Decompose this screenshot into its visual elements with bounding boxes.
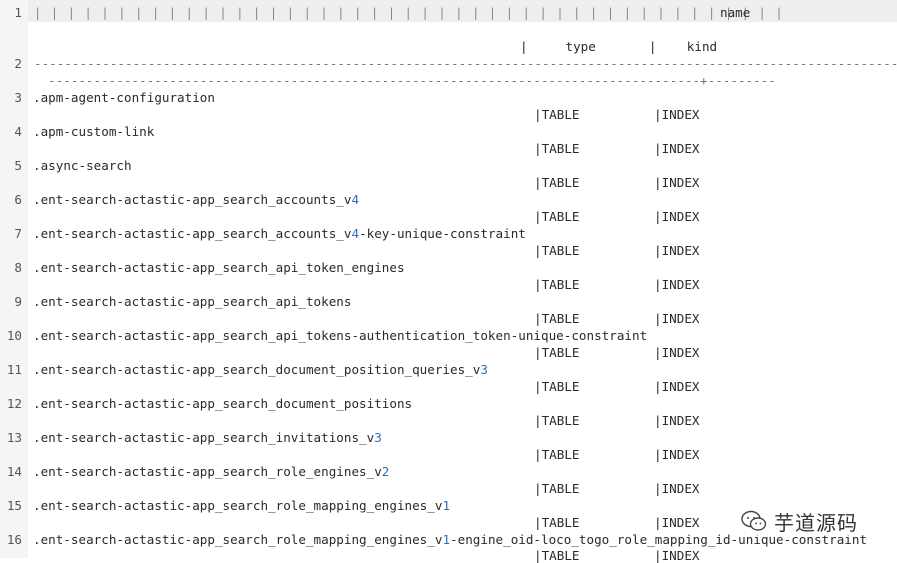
watermark-text: 芋道源码	[774, 510, 858, 535]
index-name-cell: .ent-search-actastic-app_search_role_map…	[33, 499, 450, 513]
type-cell: |TABLE	[534, 277, 580, 292]
index-name-suffix: -engine_oid-loco_togo_role_mapping_id-un…	[450, 532, 868, 547]
index-name-cell: .ent-search-actastic-app_search_api_toke…	[33, 295, 351, 309]
index-name-cell: .ent-search-actastic-app_search_invitati…	[33, 431, 382, 445]
header-pipes: | | | | | | | | | | | | | | | | | | | | …	[34, 6, 784, 20]
index-name-text: .ent-search-actastic-app_search_accounts…	[33, 226, 352, 241]
type-cell: |TABLE	[534, 515, 580, 530]
index-name-cell: .ent-search-actastic-app_search_accounts…	[33, 193, 359, 207]
index-name-text: .ent-search-actastic-app_search_role_eng…	[33, 464, 382, 479]
partial-type-cell: |TABLE	[534, 548, 580, 563]
index-name-cell: .ent-search-actastic-app_search_api_toke…	[33, 329, 647, 343]
index-version-number: 3	[480, 362, 488, 377]
index-name-cell: .apm-custom-link	[33, 125, 154, 139]
index-version-number: 4	[351, 226, 360, 241]
index-name-suffix: -key-unique-constraint	[359, 226, 526, 241]
index-name-text: .apm-custom-link	[33, 124, 155, 139]
type-cell: |TABLE	[534, 243, 580, 258]
kind-cell: |INDEX	[654, 175, 700, 190]
index-name-text: .async-search	[33, 158, 132, 173]
kind-cell: |INDEX	[654, 311, 700, 326]
type-cell: |TABLE	[534, 209, 580, 224]
type-cell: |TABLE	[534, 311, 580, 326]
line-number: 16	[6, 532, 22, 547]
kind-cell: |INDEX	[654, 243, 700, 258]
index-version-number: 4	[351, 192, 360, 207]
index-name-text: .apm-agent-configuration	[33, 90, 215, 105]
line-number-gutter	[0, 0, 28, 558]
kind-cell: |INDEX	[654, 345, 700, 360]
line-number: 14	[6, 464, 22, 479]
index-version-number: 3	[374, 430, 382, 445]
index-name-text: .ent-search-actastic-app_search_role_map…	[33, 532, 443, 547]
line-number: 8	[14, 260, 22, 275]
kind-cell: |INDEX	[654, 413, 700, 428]
line-number: 11	[6, 362, 22, 377]
header-line-highlight	[28, 0, 897, 22]
index-name-text: .ent-search-actastic-app_search_document…	[33, 396, 413, 411]
separator-top-clip: ----------------------------------------…	[34, 57, 897, 71]
index-name-cell: .ent-search-actastic-app_search_api_toke…	[33, 261, 405, 275]
index-name-cell: .ent-search-actastic-app_search_document…	[33, 363, 488, 377]
index-name-cell: .apm-agent-configuration	[33, 91, 215, 105]
index-version-number: 2	[381, 464, 390, 479]
wechat-icon	[741, 510, 767, 531]
index-name-cell: .ent-search-actastic-app_search_role_eng…	[33, 465, 389, 479]
index-name-cell: .ent-search-actastic-app_search_document…	[33, 397, 412, 411]
index-name-text: .ent-search-actastic-app_search_accounts…	[33, 192, 352, 207]
index-version-number: 1	[442, 498, 451, 513]
separator-bottom-clip: ----------------------------------------…	[48, 74, 774, 88]
line-number: 4	[14, 124, 22, 139]
line-number: 6	[14, 192, 22, 207]
index-version-number: 1	[442, 532, 451, 547]
type-cell: |TABLE	[534, 141, 580, 156]
kind-cell: |INDEX	[654, 209, 700, 224]
type-cell: |TABLE	[534, 345, 580, 360]
kind-cell: |INDEX	[654, 515, 700, 530]
line-number: 9	[14, 294, 22, 309]
kind-cell: |INDEX	[654, 481, 700, 496]
kind-cell: |INDEX	[654, 277, 700, 292]
index-name-text: .ent-search-actastic-app_search_invitati…	[33, 430, 375, 445]
kind-cell: |INDEX	[654, 379, 700, 394]
index-name-cell: .async-search	[33, 159, 132, 173]
line-number: 15	[6, 498, 22, 513]
type-cell: |TABLE	[534, 175, 580, 190]
line-number: 10	[6, 328, 22, 343]
index-name-text: .ent-search-actastic-app_search_api_toke…	[33, 260, 405, 275]
index-name-text: .ent-search-actastic-app_search_document…	[33, 362, 481, 377]
line-number: 12	[6, 396, 22, 411]
index-name-cell: .ent-search-actastic-app_search_role_map…	[33, 533, 867, 547]
line-number: 7	[14, 226, 22, 241]
index-name-text: .ent-search-actastic-app_search_api_toke…	[33, 294, 352, 309]
line-number: 5	[14, 158, 22, 173]
index-name-cell: .ent-search-actastic-app_search_accounts…	[33, 227, 526, 241]
type-cell: |TABLE	[534, 447, 580, 462]
header-name-label: name	[720, 5, 751, 20]
index-name-text: .ent-search-actastic-app_search_api_toke…	[33, 328, 648, 343]
line-number: 13	[6, 430, 22, 445]
kind-cell: |INDEX	[654, 447, 700, 462]
type-cell: |TABLE	[534, 107, 580, 122]
header-type-kind: | type | kind	[520, 39, 718, 54]
line-number: 2	[14, 56, 22, 71]
index-name-text: .ent-search-actastic-app_search_role_map…	[33, 498, 443, 513]
separator-dashes-bottom: ----------------------------------------…	[48, 74, 774, 88]
type-cell: |TABLE	[534, 379, 580, 394]
type-cell: |TABLE	[534, 481, 580, 496]
watermark: 芋道源码	[740, 506, 858, 536]
line-number: 3	[14, 90, 22, 105]
kind-cell: |INDEX	[654, 141, 700, 156]
partial-kind-cell: |INDEX	[654, 548, 700, 563]
kind-cell: |INDEX	[654, 107, 700, 122]
line-number: 1	[14, 5, 22, 20]
separator-dashes-top: ----------------------------------------…	[34, 57, 897, 71]
type-cell: |TABLE	[534, 413, 580, 428]
